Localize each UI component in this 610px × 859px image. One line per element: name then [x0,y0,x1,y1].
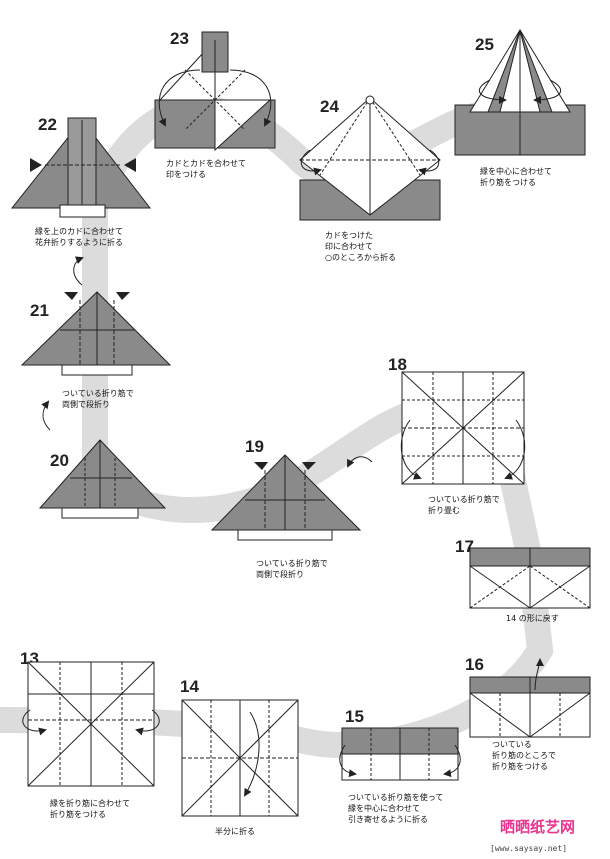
push-arrow-icon [302,462,316,470]
step-number: 14 [180,677,199,696]
step-caption-line: ○のところから折る [325,252,396,262]
push-arrow-icon [254,462,268,470]
step-number: 15 [345,707,364,726]
step-14: 14 半分に折る [180,677,299,836]
step-caption-line: 花弁折りするように折る [35,237,123,247]
step-caption-line: 折り畳む [428,505,460,515]
watermark-logo-text: 晒晒纸艺网 [500,818,575,836]
step-caption-line: 両側で段折り [62,399,110,409]
step-caption-line: 印をつける [166,170,206,179]
step-number: 25 [475,35,494,54]
step-25: 25 縁を中心に合わせて 折り筋をつける [454,29,586,187]
step-15: 15 ついている折り筋を使って 縁を中心に合わせて 引き寄せるように折る [339,707,461,824]
step-caption-line: 14 の形に戻す [506,613,559,623]
step-caption-line: 折り筋をつける [492,761,548,771]
step-caption-line: カドとカドを合わせて [166,158,246,168]
step-caption-line: 半分に折る [215,826,255,836]
next-step-arrow-icon [73,256,84,286]
step-24: 24 カドをつけた 印に合わせて ○のところから折る [299,95,441,262]
watermark-url: [www.saysay.net] [490,844,567,853]
step-20: 20 [38,439,167,519]
step-caption-line: 縁を中心に合わせて [348,803,420,813]
step-22: 22 縁を上のカドに合わせて 花弁折りするように折る [10,115,152,286]
step-number: 21 [30,301,49,320]
step-caption-line: 折り筋のところで [492,750,556,760]
step-caption-line: 引き寄せるように折る [348,814,428,824]
step-number: 17 [455,537,474,556]
step-caption-line: カドをつけた [325,231,373,240]
step-caption-line: 印に合わせて [325,241,373,251]
step-23: 23 カドとカドを合わせて 印をつける [154,29,276,179]
step-number: 16 [465,655,484,674]
step-16: 16 ついている 折り筋のところで 折り筋をつける [465,655,591,771]
step-number: 24 [320,97,339,116]
push-arrow-icon [116,292,130,300]
step-caption-line: 縁を中心に合わせて [480,166,552,176]
step-caption-line: ついている折り筋で [62,388,134,398]
turn-over-arrow-icon [41,400,51,431]
step-18: 18 ついている折り筋で 折り畳む [347,355,526,515]
step-caption-line: ついている折り筋を使って [348,792,443,802]
next-step-arrow-icon [347,456,373,468]
step-13: 13 縁を折り筋に合わせて 折り筋をつける [20,649,160,819]
step-caption-line: ついている [492,740,532,749]
step-number: 22 [38,115,57,134]
step-number: 20 [50,451,69,470]
site-watermark: 晒晒纸艺网 [www.saysay.net] [490,818,575,853]
step-caption-line: 両側で段折り [256,569,304,579]
step-caption-line: 折り筋をつける [480,177,536,187]
step-number: 19 [245,437,264,456]
push-arrow-icon [30,158,42,172]
step-caption-line: 縁を折り筋に合わせて [50,798,130,808]
step-21: 21 ついている折り筋で 両側で段折り [20,291,172,431]
step-caption-line: ついている折り筋で [256,558,328,568]
step-number: 18 [388,355,407,374]
step-caption-line: 折り筋をつける [50,809,106,819]
step-caption-line: 縁を上のカドに合わせて [35,226,123,236]
step-caption-line: ついている折り筋で [428,494,500,504]
step-17: 17 14 の形に戻す [455,537,591,623]
step-number: 23 [170,29,189,48]
push-arrow-icon [64,292,78,300]
push-arrow-icon [124,158,136,172]
step-19: 19 ついている折り筋で 両側で段折り [210,437,362,579]
